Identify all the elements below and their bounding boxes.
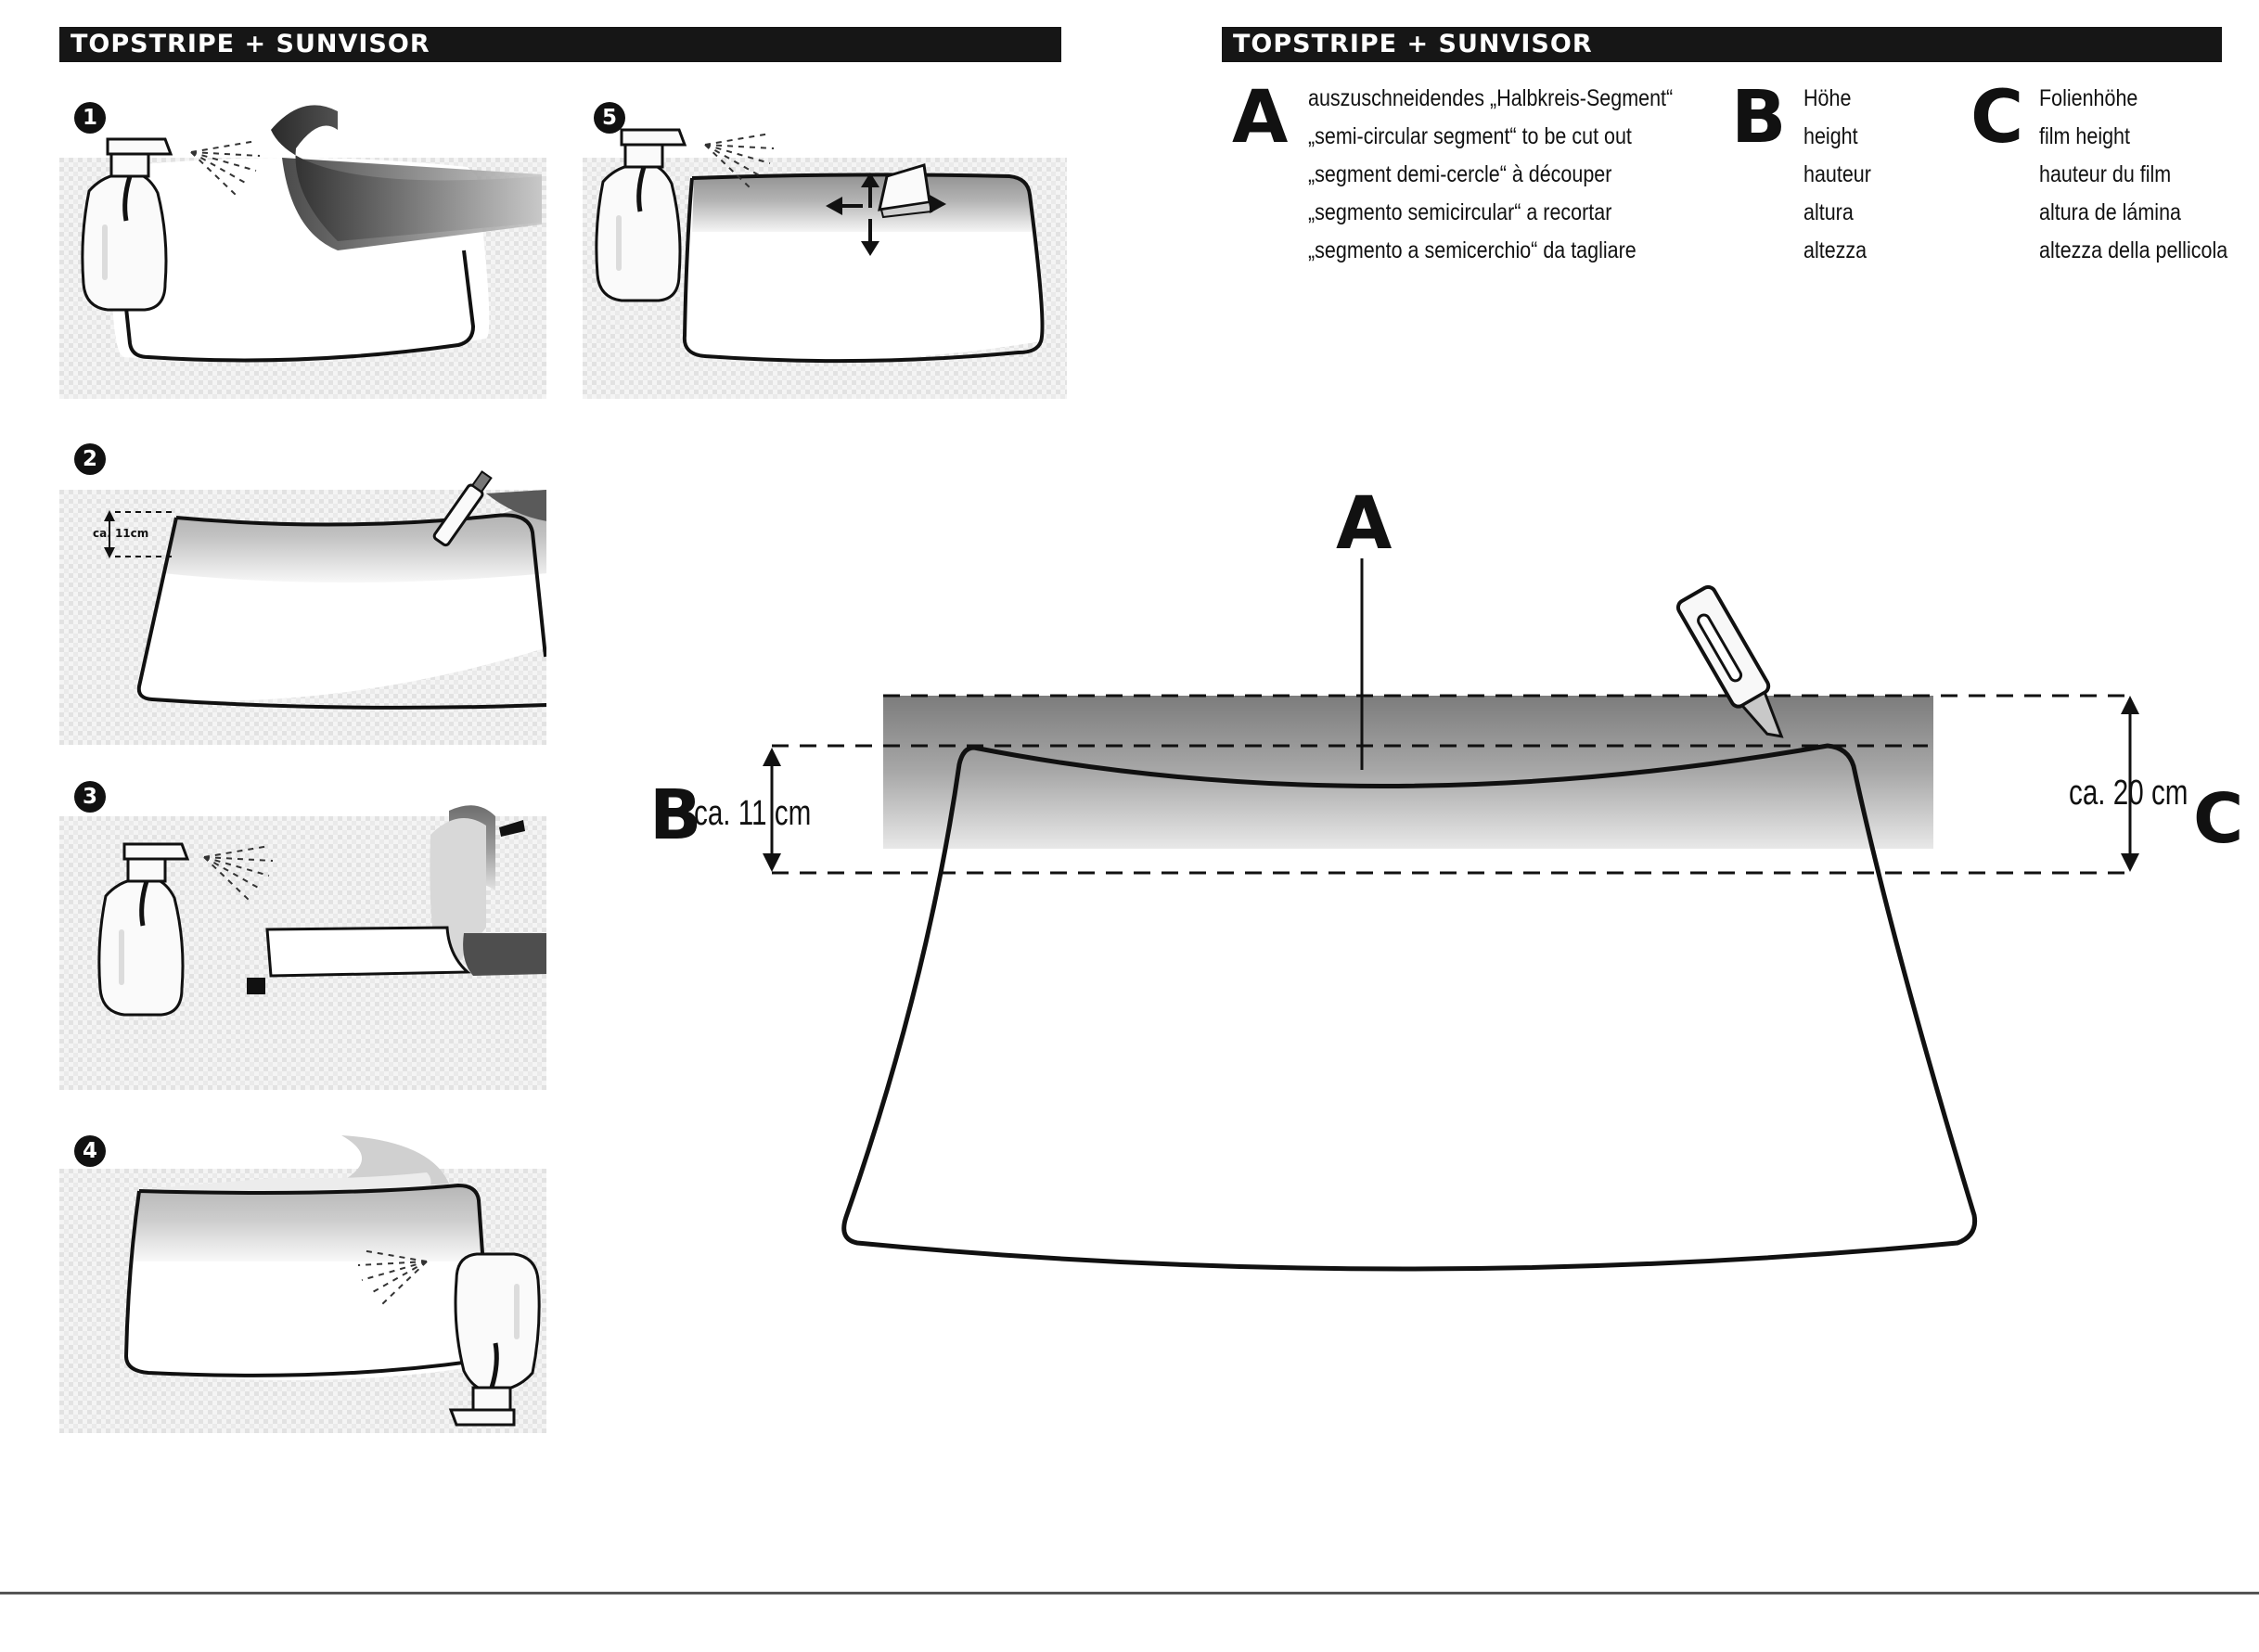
legend-a-line: „semi-circular segment“ to be cut out: [1308, 123, 1632, 149]
legend-b-line: height: [1803, 123, 1858, 149]
legend-a-line: „segmento semicircular“ a recortar: [1308, 199, 1612, 225]
step-4-panel: 4: [59, 1122, 546, 1433]
step-5-badge: 5: [594, 102, 625, 134]
legend-b-line: hauteur: [1803, 161, 1871, 187]
legend-a-text: auszuschneidendes „Halbkreis-Segment“ „s…: [1308, 80, 1673, 270]
step-5-illustration: [583, 93, 1067, 399]
step-2-measure-label: ca. 11cm: [93, 527, 149, 540]
step-3-panel: 3: [59, 779, 547, 1090]
cutter-knife-icon: [1675, 584, 1784, 738]
step-2-illustration: [59, 470, 548, 745]
legend-a-line: auszuschneidendes „Halbkreis-Segment“: [1308, 85, 1674, 111]
diagram-label-b: B: [649, 775, 702, 855]
legend-c-line: altezza della pellicola: [2039, 237, 2228, 263]
step-1-illustration: [59, 105, 546, 399]
diagram-label-c: C: [2193, 779, 2244, 859]
step-5-panel: 5: [583, 93, 1067, 399]
legend-c-line: Folienhöhe: [2039, 85, 2138, 111]
bottom-rule: [0, 1592, 2259, 1594]
step-4-illustration: [59, 1135, 546, 1433]
legend-letter-b: B: [1731, 76, 1787, 160]
legend-c-text: Folienhöhe film height hauteur du film a…: [2039, 80, 2227, 270]
diagram-label-a: A: [1336, 482, 1393, 566]
step-1-panel: 1: [59, 93, 546, 399]
legend-b-line: Höhe: [1803, 85, 1852, 111]
header-title: TOPSTRIPE + SUNVISOR: [71, 30, 430, 58]
step-1-badge: 1: [74, 102, 106, 134]
measure-b-text: ca. 11 cm: [694, 794, 812, 833]
legend-b-text: Höhe height hauteur altura altezza: [1803, 80, 1871, 270]
step-2-badge: 2: [74, 443, 106, 475]
legend-letter-a: A: [1232, 76, 1289, 160]
section-header-left: TOPSTRIPE + SUNVISOR: [59, 27, 1061, 62]
legend-b-line: altura: [1803, 199, 1854, 225]
step-2-panel: 2 ca. 11cm: [59, 443, 548, 745]
legend-c-line: film height: [2039, 123, 2130, 149]
step-4-badge: 4: [74, 1135, 106, 1167]
legend-c-line: hauteur du film: [2039, 161, 2172, 187]
step-3-badge: 3: [74, 781, 106, 813]
section-header-right: TOPSTRIPE + SUNVISOR: [1222, 27, 2222, 62]
legend-a-line: „segment demi-cercle“ à découper: [1308, 161, 1612, 187]
legend-b-line: altezza: [1803, 237, 1868, 263]
legend-c-line: altura de lámina: [2039, 199, 2181, 225]
legend-letter-c: C: [1970, 76, 2024, 160]
step-3-illustration: [59, 805, 547, 1090]
header-title: TOPSTRIPE + SUNVISOR: [1233, 30, 1593, 58]
measure-c-text: ca. 20 cm: [2069, 774, 2188, 813]
windshield-outline: [841, 743, 1978, 1272]
legend-a-line: „segmento a semicerchio“ da tagliare: [1308, 237, 1636, 263]
